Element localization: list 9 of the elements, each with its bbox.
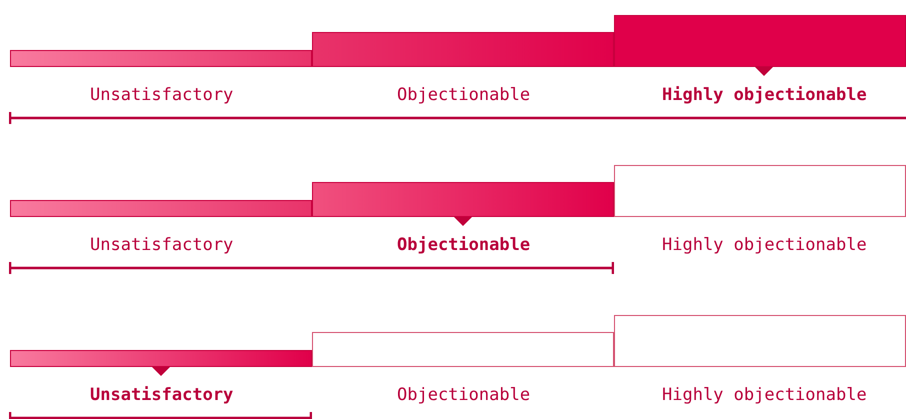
level-label: Highly objectionable [662, 85, 867, 105]
level-label: Unsatisfactory [90, 235, 234, 255]
level-label: Objectionable [397, 235, 530, 255]
level-label: Unsatisfactory [90, 85, 234, 105]
level-label: Unsatisfactory [90, 385, 234, 405]
level-label: Objectionable [397, 85, 530, 105]
level-label: Objectionable [397, 385, 530, 405]
level-label: Highly objectionable [662, 385, 867, 405]
level-label: Highly objectionable [662, 235, 867, 255]
